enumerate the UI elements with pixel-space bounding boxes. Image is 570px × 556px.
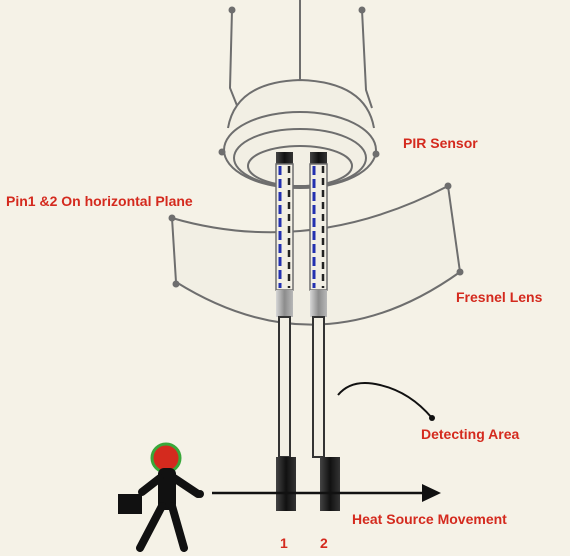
heat-source-label: Heat Source Movement [352, 511, 507, 527]
pin-1-number: 1 [280, 535, 288, 551]
briefcase-icon [118, 494, 142, 514]
fresnel-lens-label: Fresnel Lens [456, 289, 543, 305]
detecting-area-label: Detecting Area [421, 426, 520, 442]
movement-arrow [212, 484, 441, 502]
walking-person-icon [118, 442, 204, 552]
pin-2-number: 2 [320, 535, 328, 551]
pin-plane-label: Pin1 &2 On horizontal Plane [6, 193, 193, 209]
pir-sensor-label: PIR Sensor [403, 135, 478, 151]
pin-1 [275, 152, 296, 511]
detecting-area-leader [337, 382, 435, 421]
pin-2 [309, 152, 340, 511]
pir-sensor-dome [218, 78, 380, 189]
